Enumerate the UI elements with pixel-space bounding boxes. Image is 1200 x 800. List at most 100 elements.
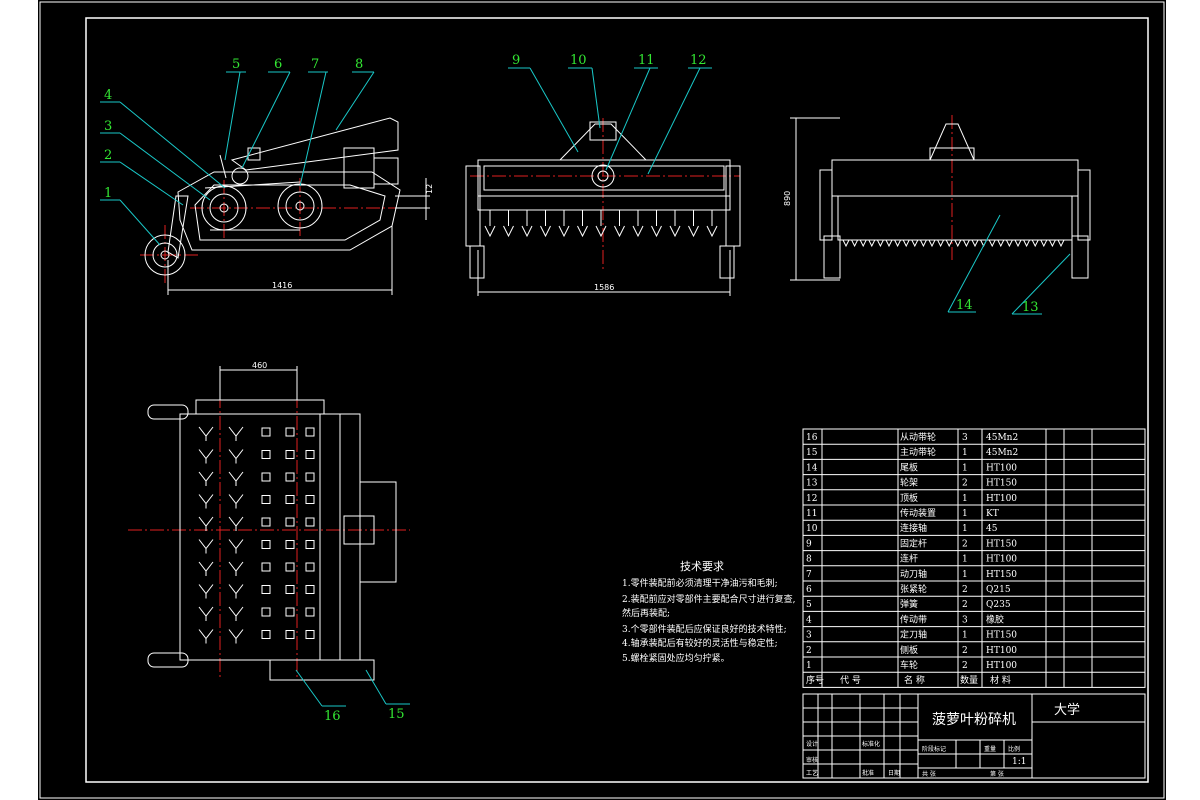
moving-knife xyxy=(305,495,315,504)
top-plate-rear xyxy=(269,659,375,681)
part-quantity: 1 xyxy=(962,494,968,504)
callout-16: 16 xyxy=(324,709,341,724)
part-material: 橡胶 xyxy=(986,613,1004,625)
leader-line xyxy=(119,101,226,189)
date-label: 日期 xyxy=(888,769,900,777)
part-material: 45Mn2 xyxy=(986,433,1018,443)
ratio-label: 比例 xyxy=(1008,745,1020,753)
moving-knife xyxy=(285,495,295,504)
knife-blade xyxy=(577,225,588,238)
knife-blade xyxy=(484,225,496,238)
part-material: HT100 xyxy=(986,463,1017,473)
bracket xyxy=(247,147,261,161)
leader-line xyxy=(224,71,241,161)
part-quantity: 1 xyxy=(962,631,968,641)
leader-line xyxy=(1011,253,1071,315)
moving-knife xyxy=(261,607,271,617)
part-material: HT150 xyxy=(986,570,1017,580)
knife-tooth xyxy=(937,239,945,248)
knife-tooth xyxy=(928,239,936,248)
product-name: 菠萝叶粉碎机 xyxy=(932,712,1016,728)
callout-6: 6 xyxy=(274,57,282,72)
pulley-center xyxy=(219,203,229,213)
part-name: 弹簧 xyxy=(900,598,918,610)
moving-knife xyxy=(261,562,271,572)
part-number: 16 xyxy=(806,433,818,443)
part-quantity: 3 xyxy=(962,433,968,443)
moving-knife xyxy=(261,517,271,527)
moving-knife xyxy=(305,472,315,482)
part-quantity: 3 xyxy=(962,615,968,625)
stage-label: 阶段标记 xyxy=(922,745,946,753)
part-material: Q215 xyxy=(986,585,1011,595)
part-material: HT150 xyxy=(986,539,1017,549)
top-plate-front xyxy=(195,399,325,415)
weight-label: 重量 xyxy=(984,745,996,753)
part-name: 尾板 xyxy=(900,461,918,473)
tech-note-line: 5.螺栓紧固处应均匀拧紧。 xyxy=(622,652,730,664)
knife-tooth xyxy=(868,239,876,248)
knife-tooth xyxy=(842,239,850,248)
part-material: HT100 xyxy=(986,555,1017,565)
moving-knife xyxy=(305,427,315,437)
leader-line xyxy=(529,67,579,153)
part-number: 8 xyxy=(806,555,812,565)
gear-box xyxy=(373,157,399,185)
wheel-inner xyxy=(152,242,178,268)
drive-hub-center xyxy=(597,170,609,182)
part-number: 6 xyxy=(806,585,812,595)
school-name: 大学 xyxy=(1054,702,1080,718)
part-name: 定刀轴 xyxy=(900,629,927,641)
dim-end-height: 890 xyxy=(783,191,792,206)
moving-knife xyxy=(305,562,315,572)
knife-tooth xyxy=(954,239,962,248)
revision-grid xyxy=(803,694,918,778)
design-label: 设计 xyxy=(806,740,818,748)
left-wheel xyxy=(469,245,485,279)
knife-tooth xyxy=(1005,239,1013,248)
table-header-cell: 名 称 xyxy=(904,674,925,686)
dim-top-spacing: 460 xyxy=(252,361,267,370)
callout-12: 12 xyxy=(690,53,707,68)
part-material: HT150 xyxy=(986,631,1017,641)
leader-line xyxy=(295,669,323,707)
top-bracket xyxy=(589,121,617,141)
knife-tooth xyxy=(945,239,953,248)
moving-knife xyxy=(305,607,315,617)
part-name: 传动装置 xyxy=(900,507,936,519)
moving-knife xyxy=(285,427,295,437)
knife-blade xyxy=(503,225,514,238)
knife-tooth xyxy=(911,239,919,248)
leader-line xyxy=(119,132,211,201)
moving-knife xyxy=(305,517,315,527)
knife-tooth xyxy=(885,239,893,248)
knife-tooth xyxy=(1048,239,1056,248)
knife-tooth xyxy=(997,239,1005,248)
end-view: 890 xyxy=(783,115,1091,281)
knife-shaft-cover xyxy=(477,195,731,211)
knife-blade xyxy=(558,225,570,238)
end-right-frame xyxy=(1077,169,1091,241)
bottom-left-wheel xyxy=(147,652,189,668)
callout-3: 3 xyxy=(104,119,112,134)
knife-tooth xyxy=(919,239,927,248)
part-name: 车轮 xyxy=(900,659,918,671)
moving-knife xyxy=(261,540,271,549)
knife-blade xyxy=(651,225,662,238)
part-number: 5 xyxy=(806,600,812,610)
end-left-frame xyxy=(819,169,833,241)
knife-tooth xyxy=(971,239,979,248)
knife-blade xyxy=(632,225,644,238)
outer-border xyxy=(39,1,1165,799)
knife-tooth xyxy=(859,239,867,248)
top-view-callouts: 16 15 xyxy=(295,669,410,724)
spring xyxy=(219,154,227,179)
knife-tooth xyxy=(894,239,902,248)
knife-blade xyxy=(540,225,551,238)
part-material: HT100 xyxy=(986,646,1017,656)
